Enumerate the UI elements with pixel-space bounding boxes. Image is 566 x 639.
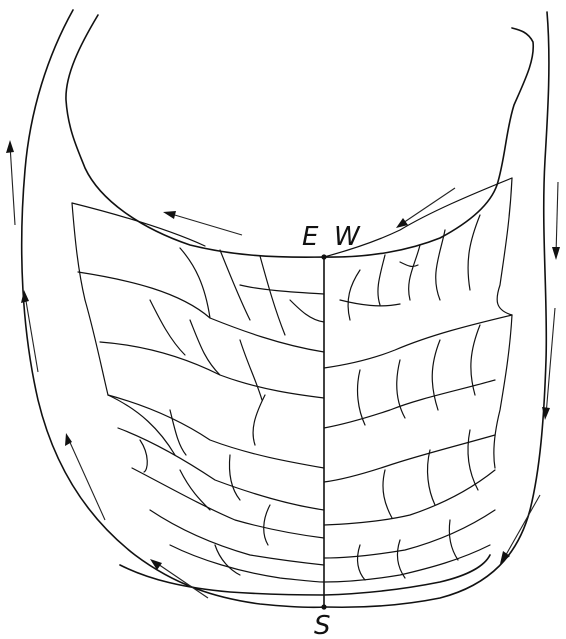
label-south: S	[314, 611, 331, 639]
left-crevasse-bands	[72, 203, 324, 582]
flow-arrows-right	[396, 182, 560, 564]
node-bottom	[321, 604, 326, 609]
ice-lower-boundary	[120, 555, 490, 595]
outer-left-boundary	[22, 10, 325, 607]
label-west: W	[334, 222, 361, 252]
label-east: E	[302, 222, 319, 252]
